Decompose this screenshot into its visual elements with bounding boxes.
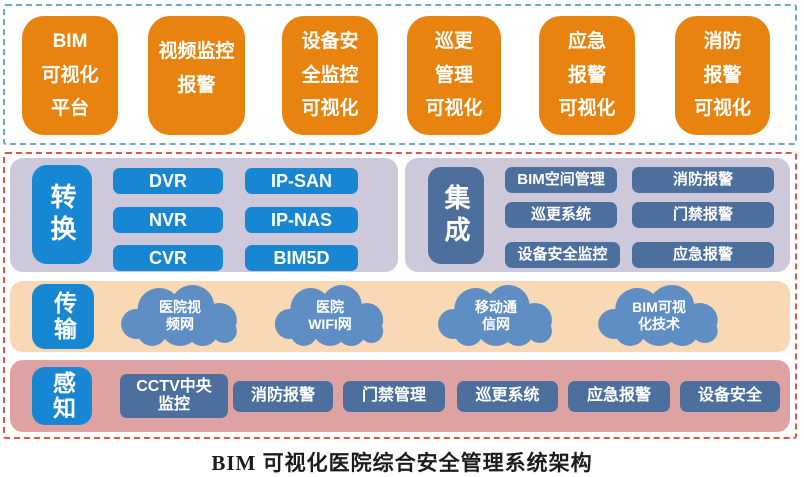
cloud-label-line: 医院视: [159, 299, 201, 316]
node-label-line: CCTV中央: [136, 377, 212, 395]
btn-fire-alarm: 消防报警: [632, 167, 774, 193]
cloud-shape: [438, 285, 552, 346]
module-line: 可视化: [301, 98, 359, 120]
module-line: BIM: [52, 30, 88, 52]
module-line: 可视化: [693, 98, 751, 120]
cloud-label-line: 医院: [316, 299, 344, 316]
btn-ip-nas: IP-NAS: [245, 207, 358, 233]
btn-bim5d: BIM5D: [245, 245, 358, 271]
module-equipment-safety-visual: 设备安 全监控 可视化: [282, 16, 378, 135]
integrate-layer: 集成 BIM空间管理 巡更系统 设备安全监控 消防报警 门禁报警 应急报警: [405, 158, 790, 272]
module-line: 巡更: [434, 30, 473, 52]
node-label-line: 监控: [157, 396, 190, 413]
module-line: 报警: [703, 64, 742, 86]
node-cctv-central-monitor: CCTV中央 监控: [120, 374, 228, 418]
cloud-shape: [274, 285, 384, 346]
cloud-mobile-comm-network: 移动通 信网: [435, 284, 557, 348]
transmit-layer: 传输 医院视 频网: [10, 281, 790, 352]
btn-nvr: NVR: [113, 207, 223, 233]
node-fire-alarm: 消防报警: [233, 381, 333, 412]
cloud-label-line: 信网: [482, 316, 510, 332]
module-line: 消防: [703, 30, 742, 52]
module-line: 应急: [567, 30, 606, 52]
btn-bim-space-management: BIM空间管理: [505, 167, 617, 193]
module-line: 设备安: [301, 30, 359, 52]
platform-layers-panel: 转换 DVR NVR CVR IP-SAN IP-NAS BIM5D 集成 BI…: [3, 152, 797, 439]
module-bim-platform: BIM 可视化 平台: [22, 16, 118, 135]
module-line: 报警: [567, 64, 606, 86]
btn-ip-san: IP-SAN: [245, 168, 358, 194]
btn-access-alarm: 门禁报警: [632, 202, 774, 228]
cloud-label-line: 移动通: [475, 299, 517, 316]
cloud-hospital-video-network: 医院视 频网: [118, 284, 242, 348]
module-line: 管理: [434, 64, 473, 86]
convert-layer: 转换 DVR NVR CVR IP-SAN IP-NAS BIM5D: [10, 158, 398, 272]
node-emergency-alarm: 应急报警: [568, 381, 670, 412]
cloud-bim-visualization-tech: BIM可视 化技术: [595, 284, 723, 348]
module-emergency-alarm-visual: 应急 报警 可视化: [539, 16, 635, 135]
sense-layer: 感知 CCTV中央 监控 消防报警 门禁管理 巡更系统 应急报警 设备安全: [10, 360, 790, 432]
btn-cvr: CVR: [113, 245, 223, 271]
module-patrol-management-visual: 巡更 管理 可视化: [407, 16, 501, 135]
transmit-layer-label: 传输: [32, 284, 94, 349]
cloud-label-line: WIFI网: [308, 316, 352, 332]
cloud-shape: [121, 285, 237, 346]
diagram-caption: BIM 可视化医院综合安全管理系统架构: [211, 451, 593, 475]
btn-emergency-alarm: 应急报警: [632, 242, 774, 268]
module-line: 可视化: [558, 98, 616, 120]
convert-layer-label: 转换: [32, 165, 92, 264]
module-line: 可视化: [425, 98, 483, 120]
btn-dvr: DVR: [113, 168, 223, 194]
cloud-hospital-wifi-network: 医院 WIFI网: [272, 284, 388, 348]
cloud-label-line: 化技术: [638, 316, 680, 332]
node-equipment-safety: 设备安全: [680, 381, 780, 412]
cloud-label-line: BIM可视: [632, 299, 686, 316]
module-line: 报警: [177, 74, 216, 96]
integrate-layer-label: 集成: [428, 167, 484, 264]
node-access-control: 门禁管理: [343, 381, 445, 412]
module-fire-alarm-visual: 消防 报警 可视化: [675, 16, 770, 135]
node-patrol-system: 巡更系统: [457, 381, 558, 412]
module-line: 平台: [50, 98, 89, 120]
btn-equipment-safety-monitor: 设备安全监控: [505, 242, 620, 268]
module-line: 全监控: [301, 64, 359, 86]
application-layer-panel: BIM 可视化 平台 视频监控 报警 设备安 全监控 可视化 巡更 管理 可视化…: [3, 4, 797, 145]
module-line: 视频监控: [158, 40, 235, 62]
cloud-shape: [598, 285, 718, 346]
sense-layer-label: 感知: [32, 367, 92, 425]
btn-patrol-system: 巡更系统: [505, 202, 617, 228]
cloud-label-line: 频网: [166, 316, 194, 332]
module-line: 可视化: [41, 64, 99, 86]
module-video-surveillance-alarm: 视频监控 报警: [148, 16, 245, 135]
